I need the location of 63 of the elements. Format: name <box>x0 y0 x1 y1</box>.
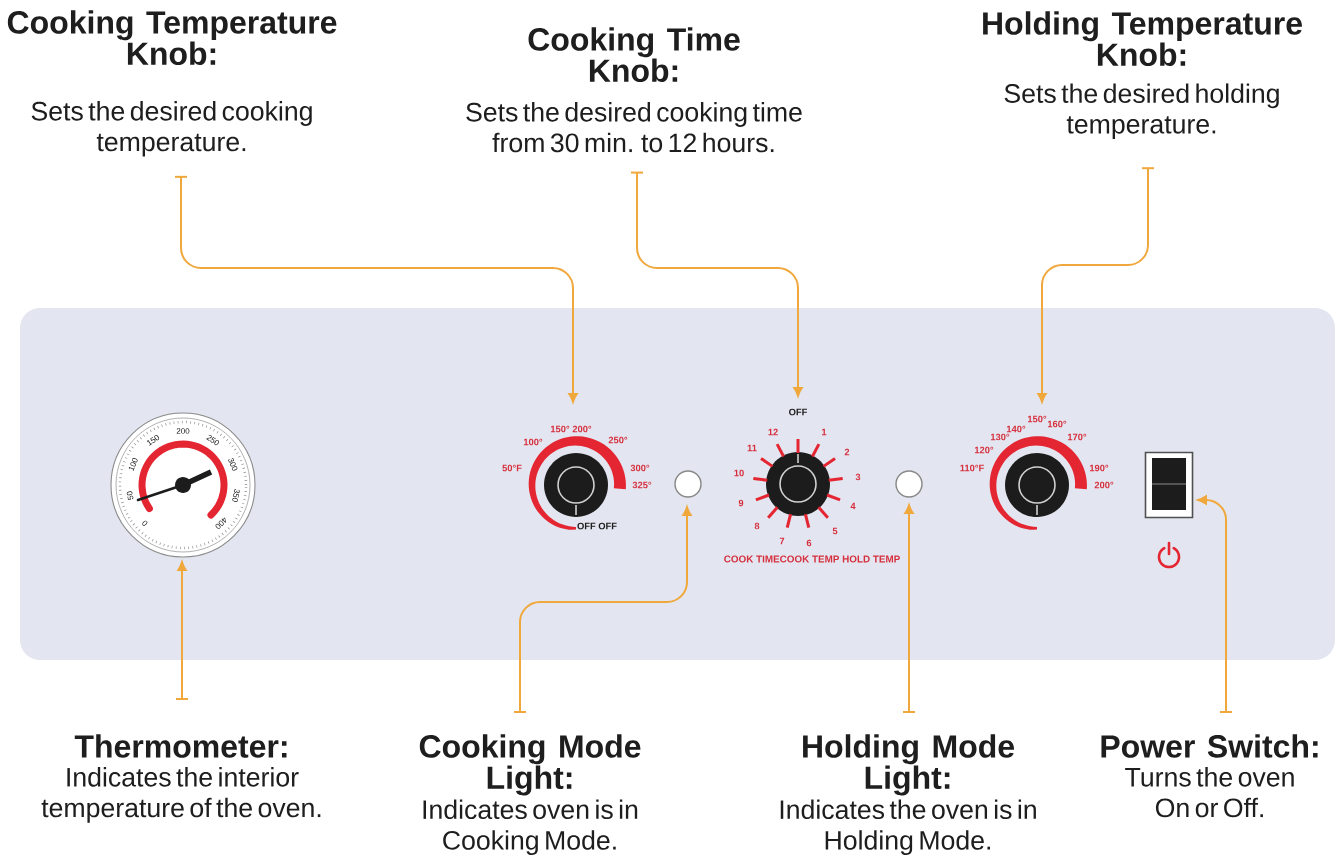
rocker-switch <box>1144 451 1194 519</box>
scale-label: 300° <box>630 464 650 472</box>
scale-label: 190° <box>1089 464 1109 472</box>
callout-title: Cooking Time Knob: <box>528 27 740 83</box>
callout-text: Sets the desired holding temperature. <box>1004 83 1279 139</box>
scale-label: 100 <box>128 458 138 471</box>
callout-title: Cooking Mode Light: <box>419 734 641 796</box>
scale-label: 12 <box>768 428 778 436</box>
scale-label: 250° <box>608 436 628 444</box>
callout-text: Indicates oven is in Cooking Mode. <box>423 799 638 856</box>
scale-label: 11 <box>747 444 757 452</box>
leader-line <box>513 506 692 713</box>
scale-label: 7 <box>779 537 785 545</box>
scale-label: 200 <box>176 428 190 434</box>
scale-label: 200° <box>1094 481 1114 489</box>
scale-label: 250 <box>206 434 220 446</box>
callout-text: Sets the desired cooking temperature. <box>31 101 312 157</box>
leader-line <box>630 171 803 397</box>
scale-label: OFF <box>789 408 807 416</box>
callout-text: Indicates the interior temperature of the oven. <box>41 767 321 823</box>
scale-label: 5 <box>832 527 838 535</box>
leader-line <box>1037 167 1155 403</box>
scale-label: 400 <box>215 517 226 529</box>
callout-title: Cooking Temperature Knob: <box>7 10 337 66</box>
callout-title: Holding Mode Light: <box>803 734 1014 796</box>
callout-title: Power Switch: <box>1101 734 1318 758</box>
scale-label: 300 <box>228 457 238 471</box>
scale-label: 2 <box>844 448 850 456</box>
leader-line <box>175 561 189 700</box>
callout-text: Indicates the oven is in Holding Mode. <box>780 799 1036 856</box>
scale-label: 0 <box>142 520 148 526</box>
scale-label: 9 <box>738 499 744 507</box>
scale-label: 170° <box>1067 433 1087 441</box>
callout-text: Turns the oven On or Off. <box>1125 767 1294 818</box>
scale-label: 130° <box>990 433 1010 441</box>
scale-label: 8 <box>754 522 760 530</box>
dial-label: COOK TIMECOOK TEMP HOLD TEMP <box>724 555 900 563</box>
scale-label: 325° <box>632 481 652 489</box>
scale-label: 100° <box>523 438 543 446</box>
leader-line <box>174 175 578 403</box>
leader-line <box>1197 495 1233 713</box>
callout-text: Sets the desired cooking time from 30 min. to 12 hours. <box>466 102 802 153</box>
scale-label: 1 <box>822 428 827 436</box>
scale-label: 4 <box>850 502 856 510</box>
leader-line <box>902 504 916 713</box>
scale-label: 3 <box>855 473 861 481</box>
scale-label: 160° <box>1047 420 1067 428</box>
scale-label: 10 <box>734 469 744 477</box>
scale-label: 110°F <box>960 464 984 472</box>
control-panel <box>20 308 1335 660</box>
callout-title: Holding Temperature Knob: <box>983 11 1302 67</box>
scale-label: 150° <box>1027 415 1047 423</box>
scale-label: 50°F <box>502 464 522 472</box>
scale-label: 350 <box>232 489 240 502</box>
scale-label: 50 <box>126 491 134 500</box>
scale-label: 200° <box>572 425 592 433</box>
scale-label: 140° <box>1006 425 1026 433</box>
scale-label: 150 <box>147 434 160 446</box>
callout-title: Thermometer: <box>74 734 287 758</box>
scale-label: 6 <box>806 539 812 547</box>
scale-label: OFF OFF <box>577 522 617 530</box>
scale-label: 150° <box>550 425 570 433</box>
scale-label: 120° <box>974 446 994 454</box>
